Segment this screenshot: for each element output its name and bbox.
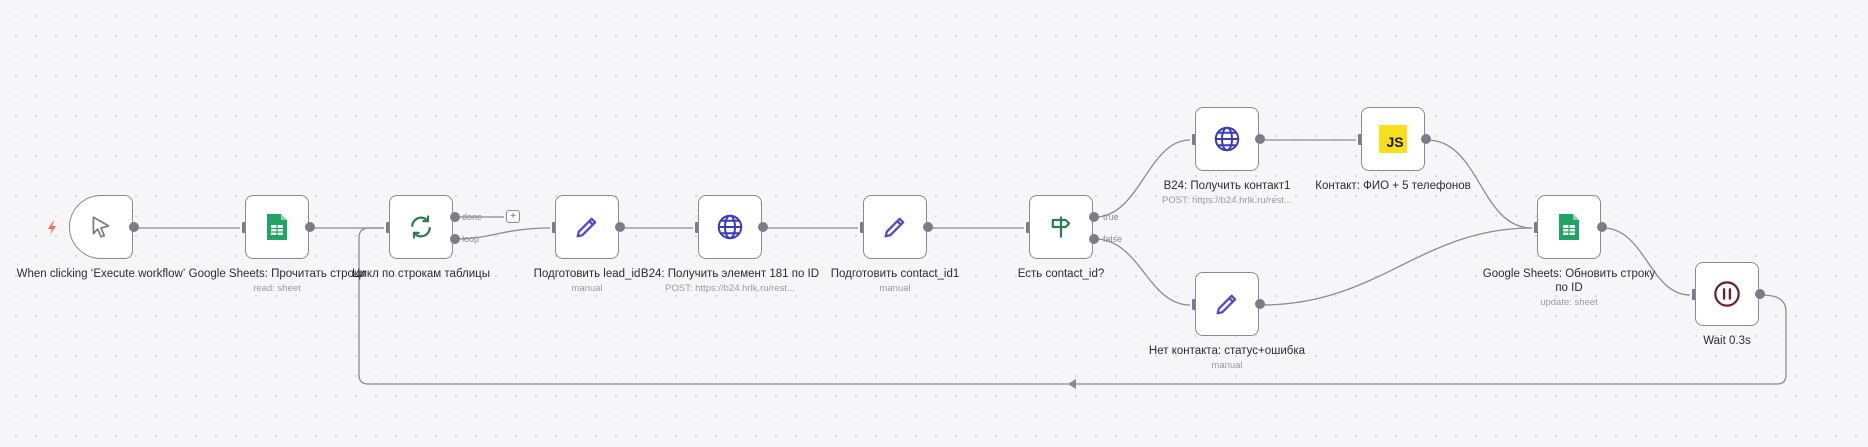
edge-if-true-to-b24-contact [1094,139,1191,218]
node-loop-over-rows[interactable] [389,195,453,259]
input-handle-prep-lead[interactable] [552,222,557,233]
signpost-icon [1047,213,1075,241]
input-handle-no-contact[interactable] [1192,299,1197,310]
input-handle-gsheets-read[interactable] [242,222,247,233]
input-handle-if[interactable] [1026,222,1031,233]
node-label-if: Есть contact_id? [1017,268,1105,280]
node-label-wait: Wait 0.3s [1703,335,1751,347]
cursor-pointer-icon [88,214,114,240]
edge-no-contact-to-gsheets-update [1260,227,1533,306]
output-handle-prep-contact[interactable] [923,222,933,232]
globe-icon [715,212,745,242]
node-manual-trigger[interactable] [69,195,133,259]
svg-text:JS: JS [1386,134,1403,150]
output-handle-loop-loop[interactable] [450,234,460,244]
input-handle-gsheets-update[interactable] [1534,222,1539,233]
edge-loop-to-prep-lead [455,227,551,240]
node-label-loop: Цикл по строкам таблицы [352,268,490,280]
output-handle-js[interactable] [1421,134,1431,144]
node-js-contact-phones[interactable]: JS [1361,107,1425,171]
edge-js-to-gsheets-update [1426,139,1533,229]
output-handle-gsheets-read[interactable] [305,222,315,232]
output-handle-b24-contact[interactable] [1255,134,1265,144]
node-label-trigger: When clicking ‘Execute workflow’ [16,268,186,280]
input-handle-loop[interactable] [386,222,391,233]
branch-label-true: true [1103,212,1119,222]
branch-label-done: done [462,212,483,222]
output-handle-wait[interactable] [1755,289,1765,299]
google-sheets-icon [266,213,288,241]
loop-back-direction-arrow [1068,379,1076,389]
output-handle-if-true[interactable] [1089,212,1099,222]
input-handle-prep-contact[interactable] [860,222,865,233]
input-handle-b24-item[interactable] [695,222,700,233]
output-handle-prep-lead[interactable] [615,222,625,232]
node-gsheets-read[interactable] [245,195,309,259]
branch-label-loop: loop [462,234,480,244]
input-handle-js[interactable] [1358,134,1363,145]
node-label-js: Контакт: ФИО + 5 телефонов [1315,180,1471,192]
node-b24-get-contact[interactable] [1195,107,1259,171]
javascript-icon: JS [1379,125,1407,153]
node-prep-contact-id[interactable] [863,195,927,259]
node-prep-lead-id[interactable] [555,195,619,259]
output-handle-if-false[interactable] [1089,234,1099,244]
trigger-bolt-icon [48,221,56,235]
node-wait[interactable] [1695,262,1759,326]
globe-icon [1212,124,1242,154]
node-gsheets-update[interactable] [1537,195,1601,259]
input-handle-b24-contact[interactable] [1192,134,1197,145]
pencil-icon [1213,290,1241,318]
branch-label-false: false [1103,234,1123,244]
edge-if-false-to-no-contact [1094,238,1191,306]
input-handle-wait[interactable] [1692,289,1697,300]
loop-arrows-icon [407,213,435,241]
google-sheets-icon [1558,213,1580,241]
add-node-button[interactable]: + [506,210,520,223]
pause-icon [1713,280,1741,308]
output-handle-trigger[interactable] [129,222,139,232]
output-handle-gsheets-update[interactable] [1597,222,1607,232]
node-no-contact-status[interactable] [1195,272,1259,336]
pencil-icon [881,213,909,241]
edge-wait-loop-back [358,227,1787,385]
node-b24-get-item[interactable] [698,195,762,259]
pencil-icon [573,213,601,241]
output-handle-no-contact[interactable] [1255,299,1265,309]
output-handle-b24-item[interactable] [758,222,768,232]
node-if-contact-id[interactable] [1029,195,1093,259]
edge-gsheets-update-to-wait [1602,227,1691,296]
output-handle-loop-done[interactable] [450,212,460,222]
